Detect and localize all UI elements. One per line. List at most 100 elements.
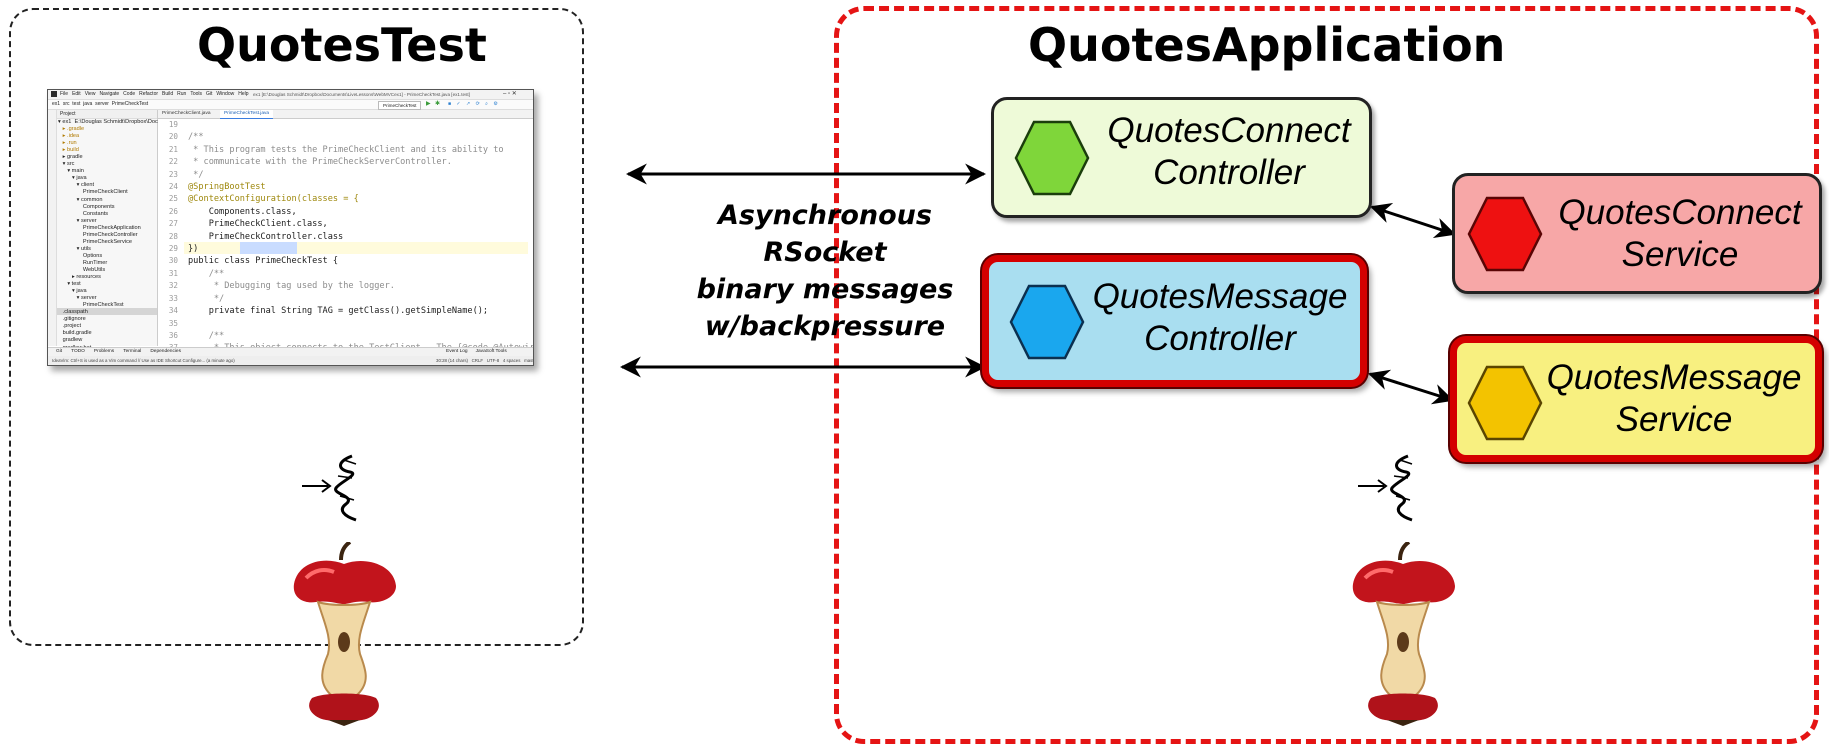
- tree-item: ▾ server: [58, 295, 97, 302]
- tree-item: ▾ src: [58, 161, 75, 168]
- code-line: /**: [188, 268, 225, 279]
- quotes-message-controller: QuotesMessage Controller: [982, 255, 1367, 387]
- message-controller-label: QuotesMessage Controller: [1092, 277, 1348, 358]
- quotes-connect-service: QuotesConnect Service: [1452, 173, 1822, 294]
- bottom-right-tab[interactable]: JavaSoft Tools: [475, 349, 507, 354]
- line-number: 30: [168, 256, 178, 266]
- tree-item: gradlew: [58, 337, 83, 344]
- message-service-arrow: [1367, 369, 1455, 405]
- menu-item[interactable]: View: [84, 91, 96, 97]
- quotes-test-title: QuotesTest: [197, 18, 487, 72]
- tree-item: PrimeCheckTest: [58, 302, 124, 309]
- menu-item[interactable]: Window: [216, 91, 235, 97]
- connect-service-arrow: [1370, 202, 1456, 239]
- menu-item[interactable]: Help: [238, 91, 249, 97]
- code-line: PrimeCheckClient.class,: [188, 219, 328, 230]
- code-line: Components.class,: [188, 206, 297, 217]
- quotes-connect-controller: QuotesConnect Controller: [991, 97, 1372, 218]
- bottom-right-tab[interactable]: Event Log: [446, 349, 468, 354]
- menu-item[interactable]: Build: [162, 91, 174, 97]
- status-right: 30:28 (14 chars) CRLF UTF-8 4 spaces mas…: [436, 358, 534, 363]
- apple-core-icon: [1352, 542, 1455, 726]
- hexagon-icon: [1009, 284, 1085, 360]
- hexagon-icon: [1014, 120, 1090, 196]
- project-header: Project: [57, 110, 157, 119]
- run-config-select[interactable]: PrimeCheckTest: [378, 101, 422, 110]
- tree-item: ▸ gradle: [58, 154, 83, 161]
- line-number: 19: [168, 120, 178, 129]
- bottom-tab[interactable]: Terminal: [123, 349, 142, 354]
- code-line: * This program tests the PrimeCheckClien…: [188, 144, 504, 155]
- line-number: 35: [168, 318, 178, 328]
- menu-item[interactable]: Git: [206, 91, 213, 97]
- code-line: * communicate with the PrimeCheckServerC…: [188, 157, 452, 168]
- bottom-tab[interactable]: Git: [56, 349, 63, 354]
- menu-item[interactable]: Code: [123, 91, 136, 97]
- line-number: 24: [168, 182, 178, 192]
- tree-item: ▾ client: [58, 182, 95, 189]
- code-line: * Debugging tag used by the logger.: [188, 281, 395, 292]
- menu-item[interactable]: Refactor: [139, 91, 159, 97]
- project-label[interactable]: Project: [60, 111, 76, 117]
- tree-item: ▾ java: [58, 175, 87, 182]
- line-number: 23: [168, 169, 178, 179]
- menu-item[interactable]: Navigate: [99, 91, 120, 97]
- breadcrumb[interactable]: ex1 src test java server PrimeCheckTest: [52, 101, 149, 107]
- tree-item: ▾ main: [58, 168, 84, 175]
- tree-item: ▸ .run: [58, 140, 77, 147]
- run-icon[interactable]: ▶: [426, 101, 431, 107]
- line-number: 22: [168, 157, 178, 167]
- transport-label: Asynchronous RSocket binary messages w/b…: [690, 197, 960, 345]
- line-number: 21: [168, 144, 178, 154]
- bottom-tab[interactable]: TODO: [71, 349, 85, 354]
- tree-item: ▾ utils: [58, 245, 91, 252]
- transport-line-2: RSocket: [763, 237, 887, 268]
- debug-icon[interactable]: ✱: [435, 101, 441, 107]
- tree-item: Options: [58, 252, 103, 259]
- code-line: @SpringBootTest: [188, 182, 266, 193]
- tree-item: ▾ test: [58, 281, 81, 288]
- editor-area[interactable]: 1920212223242526272829303132333435363738…: [158, 119, 533, 365]
- menu-item[interactable]: Run: [177, 91, 187, 97]
- code-line: /**: [188, 330, 225, 341]
- toolbar-icons[interactable]: ■ ✓ ↗ ⟳ ⌕ ⚙: [448, 101, 500, 107]
- left-tool-stripe: [48, 110, 57, 346]
- tree-item: ▸ resources: [58, 274, 101, 281]
- line-number: 31: [168, 268, 178, 278]
- tree-item: ▾ server: [58, 217, 97, 224]
- tree-item: PrimeCheckApplication: [58, 224, 141, 231]
- bottom-tool-tabs[interactable]: Git TODO Problems Terminal Dependencies: [56, 348, 190, 356]
- quotes-application-title: QuotesApplication: [1028, 18, 1506, 72]
- line-number: 36: [168, 330, 178, 340]
- status-left: IdeaVim: Ctrl+S is used as a Vim command…: [52, 358, 235, 363]
- ide-nav-bar: ex1 src test java server PrimeCheckTest …: [48, 100, 533, 110]
- ide-title-text: ex1 [E:\Douglas Schmidt\Dropbox\Document…: [253, 92, 470, 97]
- editor-tab-client[interactable]: PrimeCheckClient.java: [162, 111, 211, 116]
- line-number: 29: [168, 244, 178, 254]
- bottom-tab[interactable]: Dependencies: [150, 349, 181, 354]
- editor-tab-test[interactable]: PrimeCheckTest.java: [220, 110, 274, 119]
- menu-item[interactable]: File: [60, 91, 69, 97]
- tree-item: ▸ build: [58, 147, 79, 154]
- tree-item: .gitignore: [58, 316, 86, 323]
- bottom-right-tabs[interactable]: Event Log JavaSoft Tools: [446, 348, 515, 356]
- tree-item: ▸ .idea: [58, 133, 80, 140]
- tree-item: Constants: [58, 210, 109, 217]
- code-line: public class PrimeCheckTest {: [188, 256, 339, 267]
- tree-item: .classpath: [58, 309, 88, 316]
- code-line: */: [188, 169, 204, 180]
- tree-item: ▾ java: [58, 288, 87, 295]
- code-line: PrimeCheckController.class: [188, 231, 344, 242]
- tree-item: PrimeCheckClient: [58, 189, 128, 196]
- menu-item[interactable]: Tools: [190, 91, 203, 97]
- line-number: 32: [168, 281, 178, 291]
- apple-core-icon: [293, 542, 396, 726]
- hexagon-icon: [1467, 196, 1543, 272]
- bottom-tab[interactable]: Problems: [93, 349, 115, 354]
- menu-item[interactable]: Edit: [72, 91, 81, 97]
- tree-item: ▾ ex1 E:\Douglas Schmidt\Dropbox\Documen…: [58, 119, 199, 125]
- code-line: }): [188, 244, 199, 255]
